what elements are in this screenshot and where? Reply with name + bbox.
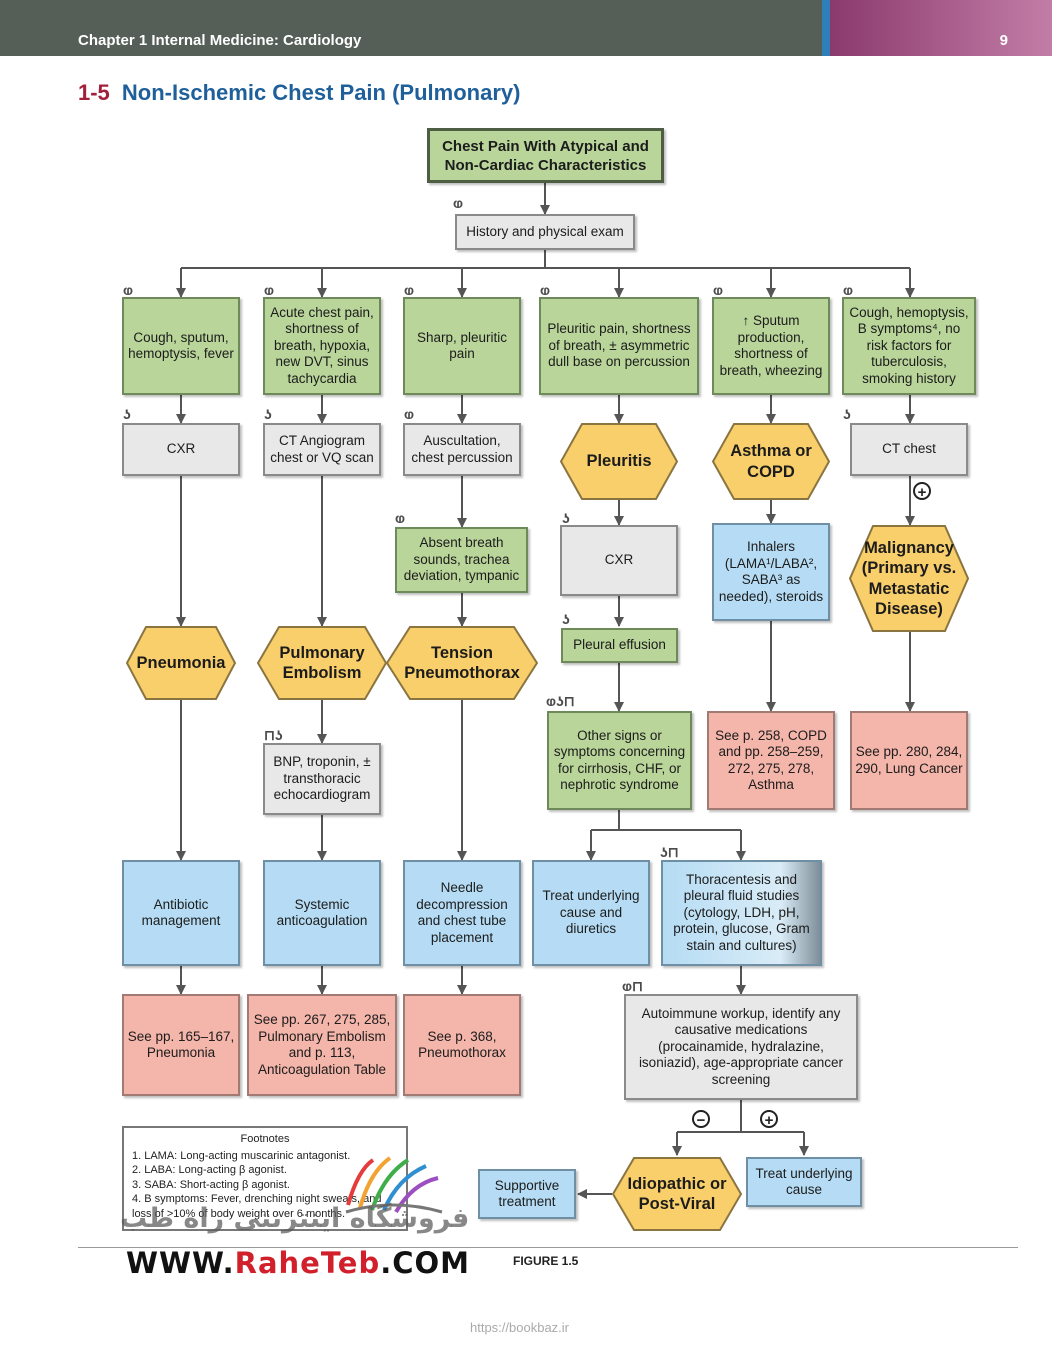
test-node-thoracentesis: Thoracentesis and pleural fluid studies … bbox=[661, 860, 822, 966]
section-title: Non-Ischemic Chest Pain (Pulmonary) bbox=[121, 80, 521, 105]
reference-node-lung-cancer: See pp. 280, 284, 290, Lung Cancer bbox=[850, 711, 968, 810]
source-url: https://bookbaz.ir bbox=[470, 1320, 569, 1335]
imaging-icon: ʖ bbox=[562, 510, 570, 526]
diagnosis-idiopathic: Idiopathic or Post-Viral bbox=[612, 1157, 742, 1231]
watermark-url: WWW.RaheTeb.COM bbox=[126, 1246, 470, 1280]
imaging-lab-icons: ʖ⊓ bbox=[660, 844, 679, 860]
finding-node-absent-breath-sounds: Absent breath sounds, trachea deviation,… bbox=[395, 527, 528, 593]
reference-node-pneumothorax: See p. 368, Pneumothorax bbox=[403, 994, 521, 1096]
treatment-node-needle-decompression: Needle decompression and chest tube plac… bbox=[403, 860, 521, 966]
diagnosis-asthma-copd-label: Asthma or COPD bbox=[730, 442, 812, 481]
imaging-icon: ʖ bbox=[843, 406, 851, 422]
treatment-node-inhalers: Inhalers (LAMA¹/LABA², SABA³ as needed),… bbox=[712, 523, 830, 621]
reference-node-pneumonia: See pp. 165–167, Pneumonia bbox=[122, 994, 240, 1096]
symptom-node-acute-chest-pain: Acute chest pain, shortness of breath, h… bbox=[263, 297, 381, 395]
stethoscope-icon: ⱷ bbox=[453, 195, 464, 211]
stethoscope-icon: ⱷ bbox=[540, 282, 551, 298]
diagnosis-idiopathic-label: Idiopathic or Post-Viral bbox=[627, 1174, 727, 1214]
footnote-item: 3. SABA: Short-acting β agonist. bbox=[132, 1178, 290, 1191]
page-number: 9 bbox=[999, 32, 1008, 49]
footnotes-heading: Footnotes bbox=[240, 1133, 290, 1145]
section-number: 1-5 bbox=[78, 80, 110, 105]
diagnosis-malignancy: Malignancy (Primary vs. Metastatic Disea… bbox=[849, 525, 969, 632]
watermark-url-suffix: .COM bbox=[380, 1246, 471, 1280]
workup-node-autoimmune: Autoimmune workup, identify any causativ… bbox=[624, 994, 858, 1100]
watermark-url-prefix: WWW. bbox=[126, 1246, 235, 1280]
positive-result-icon: + bbox=[760, 1110, 778, 1129]
start-node: Chest Pain With Atypical and Non-Cardiac… bbox=[427, 128, 664, 183]
diagnosis-asthma-copd: Asthma or COPD bbox=[712, 423, 830, 500]
negative-result-icon: − bbox=[692, 1110, 710, 1129]
symptom-node-cough: Cough, sputum, hemoptysis, fever bbox=[122, 297, 240, 395]
stethoscope-lab-icons: ⱷ⊓ bbox=[622, 978, 643, 994]
stethoscope-icon: ⱷ bbox=[395, 510, 406, 526]
test-node-ct-chest: CT chest bbox=[850, 423, 968, 476]
symptom-node-sharp-pain: Sharp, pleuritic pain bbox=[403, 297, 521, 395]
reference-node-asthma-copd: See p. 258, COPD and pp. 258–259, 272, 2… bbox=[707, 711, 835, 810]
reference-node-pulmonary-embolism: See pp. 267, 275, 285, Pulmonary Embolis… bbox=[247, 994, 397, 1096]
diagnosis-tension-pneumothorax: Tension Pneumothorax bbox=[386, 626, 538, 700]
test-node-cxr: CXR bbox=[122, 423, 240, 476]
history-exam-node: History and physical exam bbox=[455, 214, 635, 250]
stethoscope-icon: ⱷ bbox=[404, 282, 415, 298]
watermark-logo bbox=[345, 1156, 443, 1214]
diagnosis-pleuritis-label: Pleuritis bbox=[586, 452, 652, 471]
lab-imaging-icons: ⊓ʖ bbox=[264, 727, 283, 743]
figure-title: 1-5 Non-Ischemic Chest Pain (Pulmonary) bbox=[78, 80, 520, 106]
imaging-icon: ʖ bbox=[123, 406, 131, 422]
diagnosis-tension-pneumothorax-label: Tension Pneumothorax bbox=[404, 643, 520, 683]
diagnosis-pleuritis: Pleuritis bbox=[560, 423, 678, 500]
test-node-bnp-troponin: BNP, troponin, ± transthoracic echocardi… bbox=[263, 743, 381, 815]
test-node-ct-angiogram: CT Angiogram chest or VQ scan bbox=[263, 423, 381, 476]
positive-result-icon: + bbox=[913, 482, 931, 501]
stethoscope-icon: ⱷ bbox=[713, 282, 724, 298]
imaging-icon: ʖ bbox=[264, 406, 272, 422]
figure-label: FIGURE 1.5 bbox=[513, 1254, 579, 1268]
treatment-node-anticoagulation: Systemic anticoagulation bbox=[263, 860, 381, 966]
symptom-node-hemoptysis: Cough, hemoptysis, B symptoms⁴, no risk … bbox=[842, 297, 976, 395]
diagnosis-pulmonary-embolism: Pulmonary Embolism bbox=[257, 626, 387, 700]
footnotes-box: Footnotes 1. LAMA: Long-acting muscarini… bbox=[122, 1126, 408, 1231]
header-accent-bar bbox=[822, 0, 1052, 56]
test-node-cxr-pleural: CXR bbox=[560, 525, 678, 596]
footnote-item: 1. LAMA: Long-acting muscarinic antagoni… bbox=[132, 1149, 351, 1162]
diagnosis-malignancy-label: Malignancy (Primary vs. Metastatic Disea… bbox=[861, 538, 957, 619]
symptom-node-sputum: ↑ Sputum production, shortness of breath… bbox=[712, 297, 830, 395]
treatment-node-underlying-cause: Treat underlying cause bbox=[746, 1157, 862, 1207]
treatment-node-supportive: Supportive treatment bbox=[478, 1169, 576, 1219]
stethoscope-imaging-lab-icons: ⱷʖ⊓ bbox=[546, 693, 575, 709]
treatment-node-diuretics: Treat underlying cause and diuretics bbox=[532, 860, 650, 966]
stethoscope-icon: ⱷ bbox=[404, 406, 415, 422]
stethoscope-icon: ⱷ bbox=[843, 282, 854, 298]
footer-rule bbox=[78, 1247, 1018, 1248]
finding-node-pleural-effusion: Pleural effusion bbox=[561, 628, 678, 663]
stethoscope-icon: ⱷ bbox=[123, 282, 134, 298]
footnote-item: 2. LABA: Long-acting β agonist. bbox=[132, 1164, 287, 1176]
watermark-url-brand: RaheTeb bbox=[234, 1246, 381, 1280]
treatment-node-antibiotic: Antibiotic management bbox=[122, 860, 240, 966]
watermark-persian-text: فروشگاه اینترنتی راه طب bbox=[120, 1203, 470, 1234]
diagnosis-pulmonary-embolism-label: Pulmonary Embolism bbox=[279, 643, 365, 683]
chapter-title: Chapter 1 Internal Medicine: Cardiology bbox=[78, 32, 362, 49]
test-node-auscultation: Auscultation, chest percussion bbox=[403, 423, 521, 476]
diagnosis-pneumonia: Pneumonia bbox=[126, 626, 236, 700]
diagnosis-pneumonia-label: Pneumonia bbox=[136, 653, 226, 672]
imaging-icon: ʖ bbox=[562, 611, 570, 627]
stethoscope-icon: ⱷ bbox=[264, 282, 275, 298]
finding-node-other-signs: Other signs or symptoms concerning for c… bbox=[547, 711, 692, 810]
footnote-item: 4. B symptoms: Fever, drenching night sw… bbox=[132, 1193, 382, 1220]
symptom-node-pleuritic-pain: Pleuritic pain, shortness of breath, ± a… bbox=[539, 297, 699, 395]
